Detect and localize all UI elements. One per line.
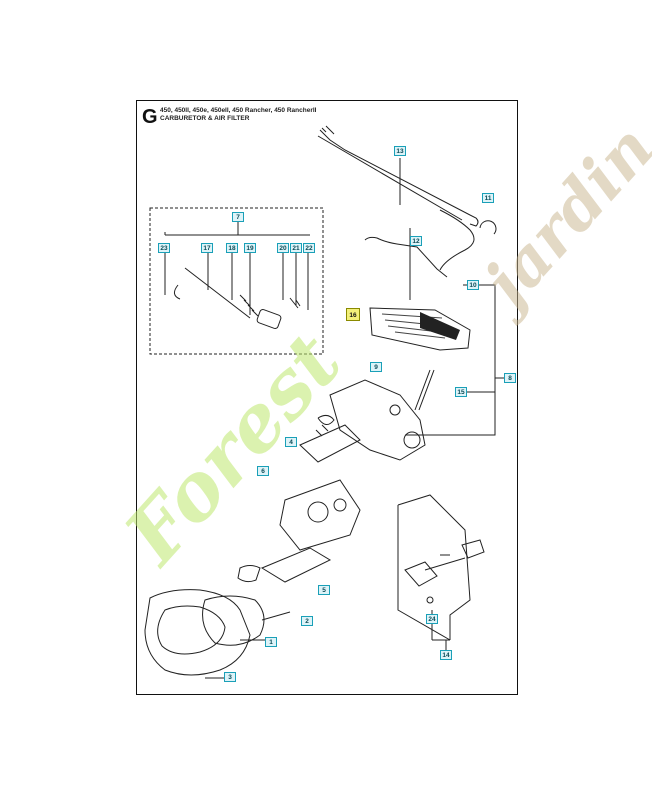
throttle-rod-part [317, 129, 479, 227]
callout-19: 19 [244, 243, 256, 253]
callout-7: 7 [232, 212, 244, 222]
carburetor-body-part [329, 379, 426, 461]
callout-11: 11 [482, 193, 494, 203]
choke-rod-part [174, 267, 259, 319]
callout-8: 8 [504, 373, 516, 383]
callout-14: 14 [440, 650, 452, 660]
diagram-sheet [136, 100, 518, 695]
diagram-subtitle: CARBURETOR & AIR FILTER [160, 115, 250, 122]
callout-18: 18 [226, 243, 238, 253]
callout-20: 20 [277, 243, 289, 253]
air-filter-part [369, 307, 471, 351]
fuel-pump-detail-box [397, 494, 471, 641]
callout-9: 9 [370, 362, 382, 372]
callout-1: 1 [265, 637, 277, 647]
gasket-part [299, 424, 361, 463]
callout-5: 5 [318, 585, 330, 595]
callout-6: 6 [257, 466, 269, 476]
intake-manifold-part [279, 479, 361, 551]
model-list: 450, 450II, 450e, 450eII, 450 Rancher, 4… [160, 107, 317, 114]
callout-22: 22 [303, 243, 315, 253]
callout-17: 17 [201, 243, 213, 253]
section-letter: G [142, 106, 158, 128]
choke-lever-part [256, 309, 282, 329]
adjuster-screw-part [424, 539, 485, 571]
callout-24: 24 [426, 614, 438, 624]
callout-21: 21 [290, 243, 302, 253]
callout-3: 3 [224, 672, 236, 682]
callout-12: 12 [410, 236, 422, 246]
callout-13: 13 [394, 146, 406, 156]
callout-23: 23 [158, 243, 170, 253]
detail-box-dashed [149, 207, 324, 355]
cylinder-housing-part [144, 589, 251, 676]
callout-4: 4 [285, 437, 297, 447]
callout-15: 15 [455, 387, 467, 397]
callout-16: 16 [346, 308, 360, 321]
choke-cable-part [439, 209, 497, 271]
callout-10: 10 [467, 280, 479, 290]
callout-2: 2 [301, 616, 313, 626]
